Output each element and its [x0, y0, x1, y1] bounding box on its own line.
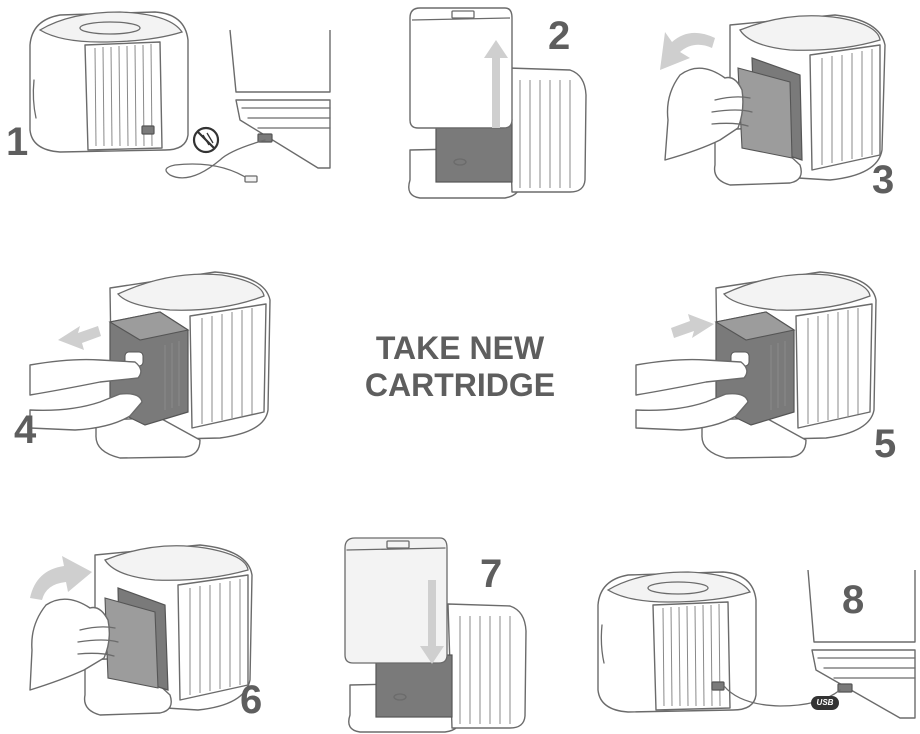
step-4-number: 4 — [14, 410, 36, 450]
curved-arrow-right-icon — [30, 556, 92, 600]
step-5-illustration — [636, 272, 876, 458]
step-6-number: 6 — [240, 680, 262, 720]
curved-arrow-left-icon — [660, 32, 715, 70]
center-caption-line-2: CARTRIDGE — [330, 367, 590, 404]
step-2-number: 2 — [548, 16, 570, 56]
step-8-illustration — [598, 570, 915, 718]
step-5-number: 5 — [874, 424, 896, 464]
step-1-number: 1 — [6, 122, 28, 162]
arrow-left-icon — [58, 326, 101, 350]
step-6-illustration — [30, 545, 252, 715]
step-1-illustration — [30, 12, 330, 182]
step-4-illustration — [30, 272, 270, 458]
usb-label: USB — [811, 696, 839, 710]
step-3-illustration — [660, 15, 885, 185]
no-plug-icon — [194, 128, 218, 152]
step-7-number: 7 — [480, 554, 502, 594]
step-8-number: 8 — [842, 580, 864, 620]
center-caption-line-1: TAKE NEW — [330, 330, 590, 367]
arrow-right-icon — [671, 314, 714, 338]
center-caption: TAKE NEW CARTRIDGE — [330, 330, 590, 404]
step-3-number: 3 — [872, 160, 894, 200]
